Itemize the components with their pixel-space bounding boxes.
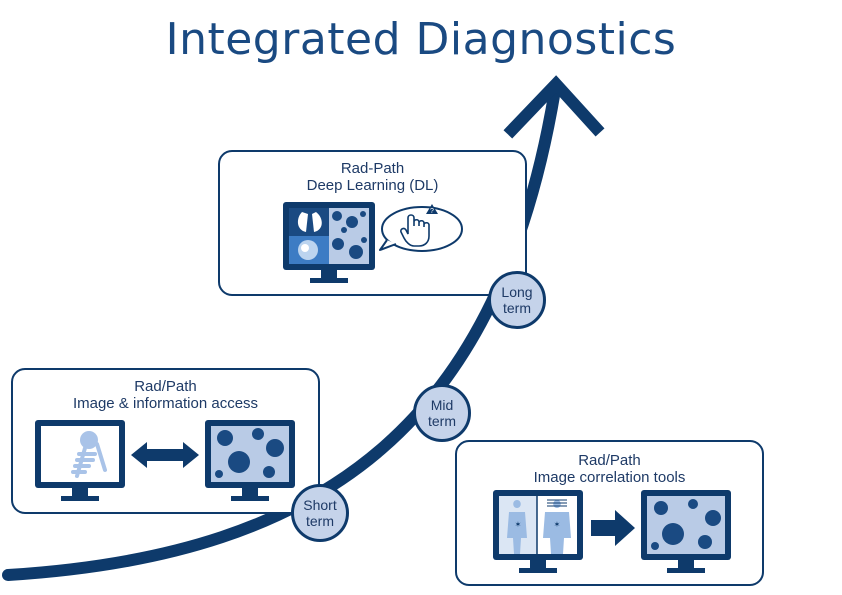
double-arrow-icon (131, 442, 199, 468)
information-access-box-title-line1: Rad/Path (134, 378, 197, 395)
deep-learning-box-title-line2: Deep Learning (DL) (306, 177, 439, 194)
svg-text:?: ? (430, 208, 434, 215)
stage-long-term-line2: term (503, 300, 531, 316)
pathology-monitor-icon (205, 420, 295, 501)
stage-long-term-line1: Long (501, 284, 533, 300)
svg-text:✶: ✶ (515, 520, 522, 529)
correlation-tools-box-title-line1: Rad/Path (578, 452, 641, 469)
deep-learning-box-title-line1: Rad-Path (340, 160, 405, 177)
body-scan-monitor-icon: ✶ ✶ (493, 490, 583, 573)
pathology-monitor-icon (641, 490, 731, 573)
svg-text:✶: ✶ (554, 520, 561, 529)
deep-learning-box: Rad-Path Deep Learning (DL) (218, 150, 527, 296)
radiology-monitor-icon (35, 420, 125, 501)
correlation-tools-box: Rad/Path Image correlation tools ✶ ✶ (455, 440, 764, 586)
page-title: Integrated Diagnostics (165, 14, 677, 65)
stage-short-term-line1: Short (303, 497, 337, 513)
right-arrow-icon (591, 510, 635, 546)
information-access-box: Rad/Path Image & information access (11, 368, 320, 514)
stage-mid-term-line2: term (428, 413, 456, 429)
stage-mid-term-line1: Mid (430, 397, 454, 413)
stage-short-term-line2: term (306, 513, 334, 529)
monitor-icon (283, 202, 375, 283)
correlation-tools-box-title-line2: Image correlation tools (533, 469, 686, 486)
pointing-hand-icon: ? (379, 204, 463, 252)
information-access-box-title-line2: Image & information access (72, 395, 259, 412)
